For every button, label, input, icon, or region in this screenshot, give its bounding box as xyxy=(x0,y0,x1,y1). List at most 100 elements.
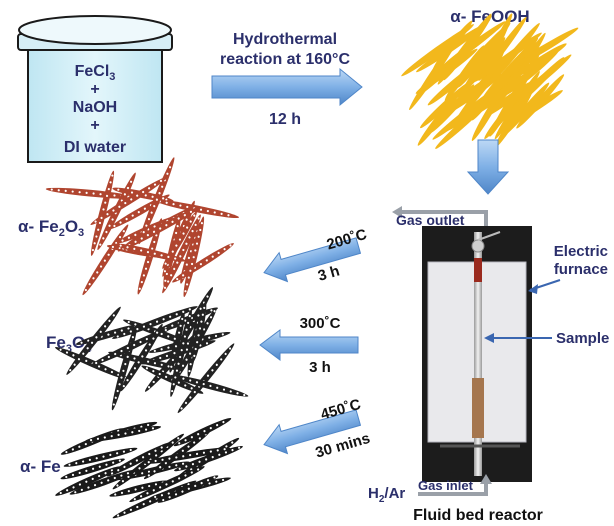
nanorod-pore xyxy=(100,481,103,484)
nanorod-pore xyxy=(118,236,122,239)
down-arrow-icon xyxy=(466,139,510,195)
nanorod-pore xyxy=(142,190,145,194)
nanorod-body xyxy=(512,43,567,79)
nanorod-pore xyxy=(130,198,133,201)
nanorod xyxy=(85,426,162,442)
furnace-label-line2: furnace xyxy=(554,261,608,278)
nanorod xyxy=(69,469,138,495)
nanorod-pore xyxy=(124,432,127,435)
nanorod-pore xyxy=(104,472,107,475)
nanorod-pore xyxy=(165,483,168,486)
nanorod-pore xyxy=(152,380,155,384)
nanorod-pore xyxy=(129,462,132,465)
nanorod-pore xyxy=(146,260,150,264)
nanorod-pore xyxy=(188,369,191,373)
nanorod-pore xyxy=(144,194,147,197)
nanorod-pore xyxy=(114,396,117,399)
nanorod-pore xyxy=(190,471,193,474)
nanorod-pore xyxy=(66,489,69,492)
nanorod-pore xyxy=(199,263,202,266)
step-300-arrow-icon xyxy=(259,329,359,361)
nanorod-pore xyxy=(190,262,194,266)
nanorod-pore xyxy=(181,364,185,367)
nanorod-pore xyxy=(202,451,206,454)
nanorod-pore xyxy=(147,386,151,389)
nanorod-pore xyxy=(130,191,134,194)
nanorod-pore xyxy=(93,484,97,487)
nanorod-pore xyxy=(142,325,146,328)
nanorod-pore xyxy=(205,259,208,262)
nanorod-pore xyxy=(85,480,88,483)
nanorod-body xyxy=(457,31,505,101)
nanorod-pore xyxy=(182,310,185,313)
nanorod-pore xyxy=(155,454,158,457)
nanorod-pore xyxy=(82,352,85,355)
nanorod-pore xyxy=(184,439,187,442)
nanorod-body xyxy=(494,89,533,149)
nanorod-pore xyxy=(170,274,173,277)
nanorod-pore xyxy=(194,223,197,226)
nanorod-pore xyxy=(154,459,157,463)
nanorod-pore xyxy=(216,424,219,427)
nanorod-pore xyxy=(171,358,175,362)
nanorod-pore xyxy=(171,389,174,393)
nanorod-pore xyxy=(72,354,75,357)
nanorod-pore xyxy=(227,214,230,217)
nanorod-pore xyxy=(116,452,119,455)
nanorod-pore xyxy=(198,437,201,440)
nanorod-pore xyxy=(126,186,130,190)
nanorod-pore xyxy=(99,330,102,333)
nanorod-body xyxy=(417,91,460,146)
nanorod-pore xyxy=(133,498,136,501)
nanorod-pore xyxy=(115,241,118,245)
nanorod-pore xyxy=(102,208,105,211)
nanorod-pore xyxy=(86,347,89,350)
nanorod-body xyxy=(473,32,542,83)
nanorod-pore xyxy=(142,274,146,277)
nanorod-pore xyxy=(179,204,182,207)
nanorod-pore xyxy=(120,349,123,353)
nanorod-pore xyxy=(178,477,181,480)
reactor-title: Fluid bed reactor xyxy=(413,507,543,524)
nanorod-pore xyxy=(59,491,62,495)
nanorod-pore xyxy=(189,379,192,382)
nanorod-pore xyxy=(160,446,163,449)
nanorod-pore xyxy=(225,445,228,448)
nanorod-pore xyxy=(85,469,88,472)
nanorod-pore xyxy=(125,217,128,221)
nanorod-pore xyxy=(124,362,127,366)
nanorod-pore xyxy=(160,254,163,257)
nanorod-pore xyxy=(179,324,182,327)
nanorod-pore xyxy=(182,248,185,252)
nanorod-body xyxy=(503,90,563,129)
nanorod-pore xyxy=(147,218,151,221)
nanorod-pore xyxy=(190,436,193,439)
nanorod-pore xyxy=(147,187,151,190)
nanorod-pore xyxy=(98,474,101,478)
nanorod-pore xyxy=(113,194,116,197)
nanorod-pore xyxy=(176,225,179,228)
nanorod-pore xyxy=(74,491,77,494)
nanorod-pore xyxy=(95,457,98,460)
nanorod-pore xyxy=(171,250,174,253)
nanorod-pore xyxy=(85,191,88,194)
nanorod-pore xyxy=(176,261,179,264)
nanorod-pore xyxy=(188,236,191,239)
nanorod-pore xyxy=(117,188,120,191)
nanorod-pore xyxy=(187,256,191,260)
nanorod-pore xyxy=(107,333,110,336)
nanorod-pore xyxy=(114,331,117,334)
nanorod-pore xyxy=(174,376,177,379)
nanorod-pore xyxy=(82,460,85,463)
nanorod-pore xyxy=(140,425,143,428)
nanorod-pore xyxy=(88,283,91,286)
nanorod-pore xyxy=(129,180,133,183)
nanorod-pore xyxy=(168,457,171,460)
nanorod-pore xyxy=(148,452,151,456)
nanorod-body xyxy=(55,466,121,496)
nanorod-pore xyxy=(105,463,108,466)
nanorod-pore xyxy=(202,383,205,386)
nanorod-body xyxy=(85,426,162,442)
step1-label-line2: reaction at 160°C xyxy=(220,51,350,68)
nanorod-pore xyxy=(195,381,199,384)
